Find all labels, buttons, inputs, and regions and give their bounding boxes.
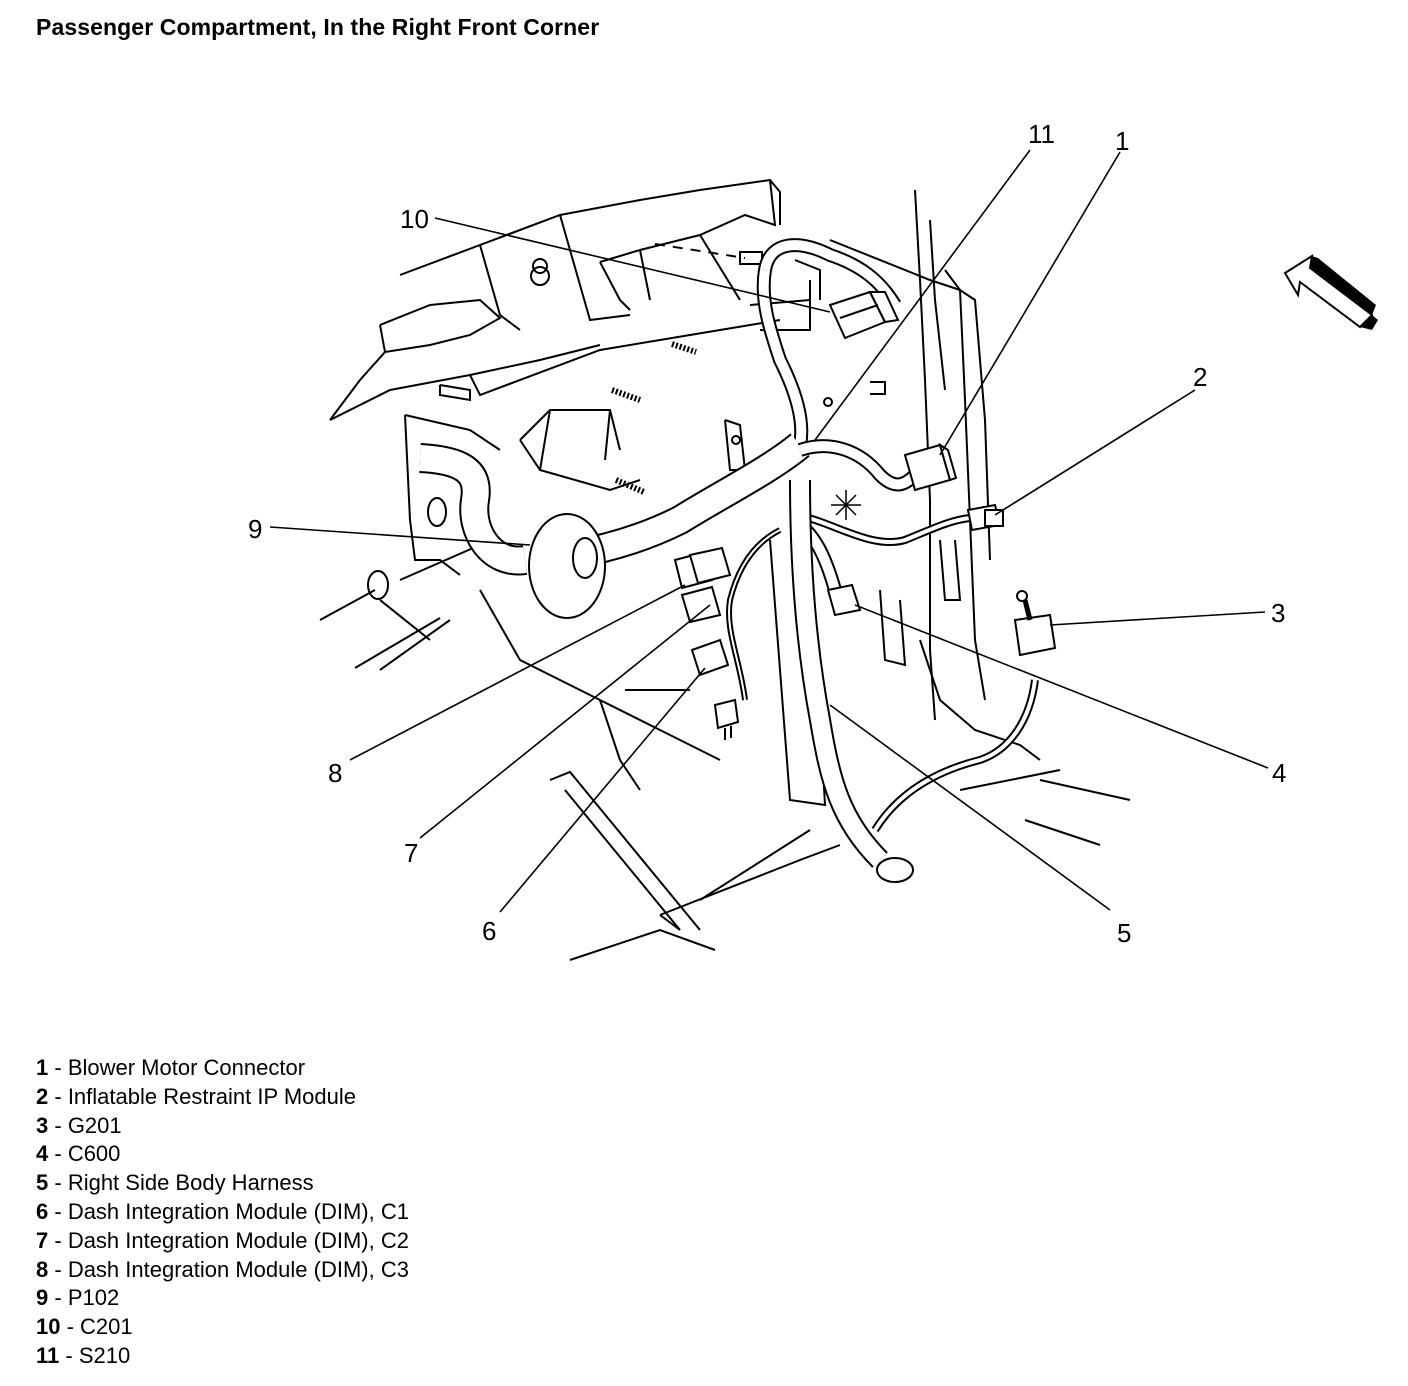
- forward-arrow-icon: [1283, 253, 1378, 330]
- callout-6: 6: [482, 916, 496, 946]
- legend-item: 3 - G201: [36, 1112, 409, 1141]
- legend-text: Right Side Body Harness: [67, 1170, 314, 1196]
- legend-item: 5 - Right Side Body Harness: [36, 1169, 409, 1198]
- wiring-harness: [418, 238, 1039, 883]
- callout-7: 7: [404, 838, 418, 868]
- legend-number: 4: [36, 1141, 49, 1167]
- c201-connector: [828, 290, 900, 340]
- legend-separator: -: [48, 1083, 68, 1109]
- p102-grommet: [528, 513, 606, 619]
- legend-item: 9 - P102: [36, 1284, 409, 1313]
- legend-separator: -: [48, 1227, 68, 1253]
- legend-separator: -: [48, 1285, 68, 1311]
- legend-text: C201: [80, 1314, 133, 1340]
- callout-11: 11: [1028, 119, 1055, 149]
- legend-separator: -: [48, 1112, 68, 1138]
- legend-separator: -: [48, 1256, 68, 1282]
- legend-number: 7: [36, 1227, 49, 1253]
- legend-text: G201: [67, 1112, 122, 1138]
- legend-number: 2: [36, 1083, 49, 1109]
- lamp-symbol: [831, 490, 861, 520]
- ip-module-connector: [966, 503, 1004, 532]
- legend-item: 6 - Dash Integration Module (DIM), C1: [36, 1198, 409, 1227]
- legend-number: 6: [36, 1198, 49, 1224]
- bolt: [610, 341, 697, 495]
- callout-5: 5: [1117, 918, 1131, 948]
- legend: 1 - Blower Motor Connector 2 - Inflatabl…: [36, 1054, 409, 1371]
- legend-number: 9: [36, 1285, 49, 1311]
- legend-text: P102: [67, 1285, 120, 1311]
- legend-item: 1 - Blower Motor Connector: [36, 1054, 409, 1083]
- callout-9: 9: [248, 514, 262, 544]
- legend-number: 10: [36, 1314, 61, 1340]
- callout-labels: 1 2 3 4 5 6 7 8 9 10 11: [248, 119, 1286, 948]
- legend-item: 8 - Dash Integration Module (DIM), C3: [36, 1256, 409, 1285]
- c600-connector: [826, 583, 862, 617]
- legend-text: Blower Motor Connector: [67, 1055, 306, 1080]
- callout-1: 1: [1115, 126, 1129, 156]
- legend-item: 4 - C600: [36, 1140, 409, 1169]
- wiring-location-diagram: 1 2 3 4 5 6 7 8 9 10 11: [248, 119, 1378, 961]
- legend-number: 3: [36, 1112, 49, 1138]
- leader-lines: [269, 149, 1269, 913]
- diagram-title: Passenger Compartment, In the Right Fron…: [36, 14, 600, 40]
- blower-motor-connector: [903, 442, 958, 492]
- components: [528, 290, 1057, 740]
- legend-number: 1: [36, 1055, 49, 1080]
- legend-text: S210: [78, 1342, 131, 1368]
- dim-c2-connector: [688, 546, 732, 585]
- legend-number: 5: [36, 1170, 49, 1196]
- legend-item: 7 - Dash Integration Module (DIM), C2: [36, 1227, 409, 1256]
- dim-c1-connector: [690, 638, 740, 740]
- callout-4: 4: [1272, 758, 1286, 788]
- legend-separator: -: [59, 1342, 79, 1368]
- callout-3: 3: [1271, 598, 1285, 628]
- callout-10: 10: [400, 204, 429, 234]
- legend-separator: -: [60, 1314, 81, 1340]
- legend-item: 2 - Inflatable Restraint IP Module: [36, 1083, 409, 1112]
- legend-separator: -: [48, 1198, 68, 1224]
- legend-item: 11 - S210: [36, 1342, 409, 1371]
- legend-text: Inflatable Restraint IP Module: [67, 1083, 357, 1109]
- legend-number: 8: [36, 1256, 49, 1282]
- legend-separator: -: [48, 1170, 68, 1196]
- legend-separator: -: [48, 1055, 68, 1080]
- legend-separator: -: [48, 1141, 68, 1167]
- legend-number: 11: [36, 1342, 60, 1368]
- legend-text: C600: [67, 1141, 121, 1167]
- g201-ground: [1013, 590, 1057, 657]
- legend-item: 10 - C201: [36, 1313, 409, 1342]
- legend-text: Dash Integration Module (DIM), C1: [67, 1198, 409, 1224]
- callout-2: 2: [1193, 362, 1207, 392]
- callout-8: 8: [328, 758, 342, 788]
- legend-text: Dash Integration Module (DIM), C2: [67, 1227, 409, 1253]
- legend-text: Dash Integration Module (DIM), C3: [67, 1256, 409, 1282]
